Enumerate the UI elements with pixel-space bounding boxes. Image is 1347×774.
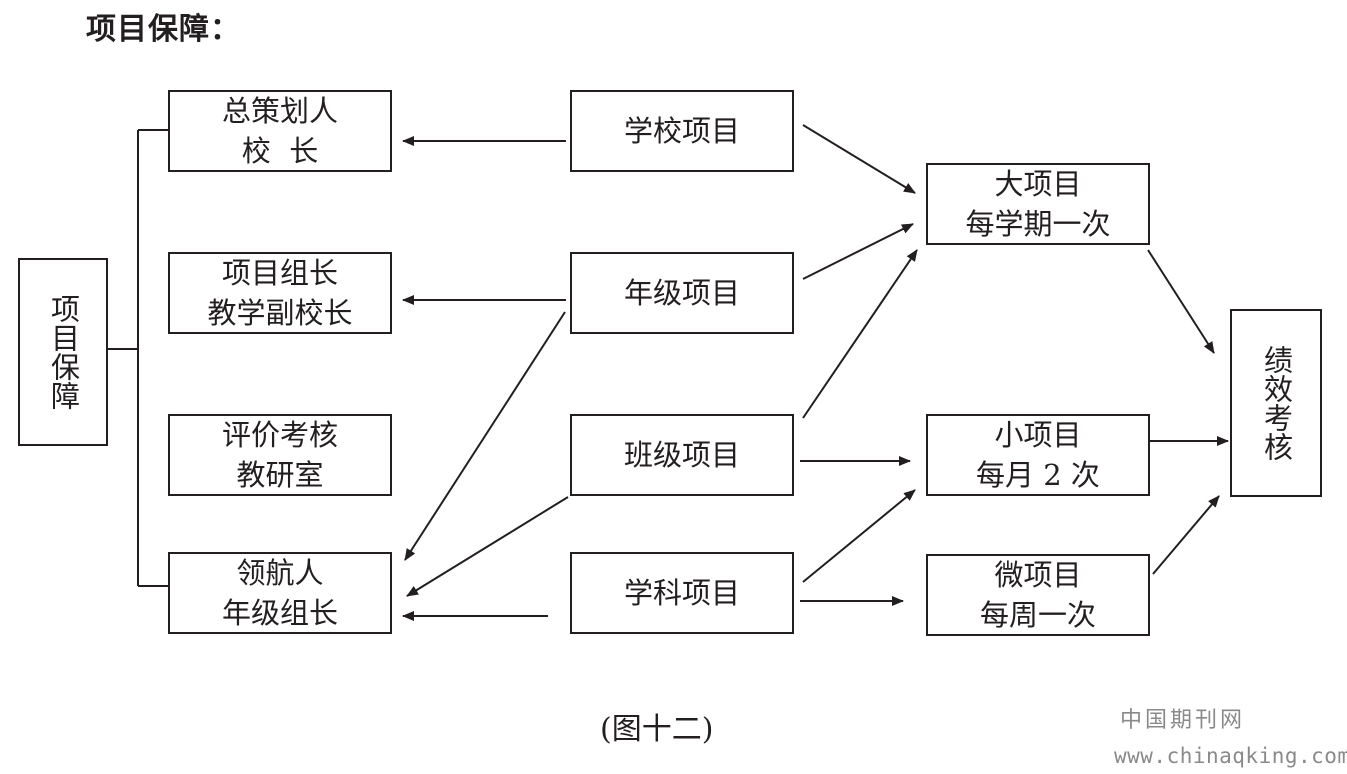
tier-frequency: 每学期一次 <box>965 207 1111 241</box>
arrow-class-to-big <box>802 249 918 419</box>
arrow-big-to-outcome <box>1147 249 1215 354</box>
project-label: 学校项目 <box>623 114 740 148</box>
role-evaluation-box: 评价考核 教研室 <box>168 414 392 496</box>
project-label: 学科项目 <box>623 576 740 610</box>
tier-small-project-box: 小项目 每月 2 次 <box>926 414 1150 496</box>
role-holder: 校 长 <box>241 134 319 168</box>
arrow-micro-to-outcome <box>1152 495 1220 575</box>
tier-frequency: 每周一次 <box>979 598 1096 632</box>
tier-frequency: 每月 2 次 <box>976 458 1100 492</box>
tier-big-project-box: 大项目 每学期一次 <box>926 163 1150 245</box>
project-subject-box: 学科项目 <box>570 552 794 634</box>
project-label: 班级项目 <box>623 438 740 472</box>
role-title: 项目组长 <box>221 256 338 290</box>
role-title: 领航人 <box>236 556 324 590</box>
arrow-grade-to-navigator <box>404 311 566 561</box>
role-holder: 年级组长 <box>221 596 338 630</box>
root-project-guarantee-box: 项目保障 <box>18 258 108 446</box>
arrow-grade-to-big <box>802 223 914 280</box>
role-holder: 教研室 <box>236 458 324 492</box>
tier-title: 微项目 <box>994 558 1082 592</box>
tier-title: 小项目 <box>994 418 1082 452</box>
outcome-performance-box: 绩效考核 <box>1230 309 1322 497</box>
role-holder: 教学副校长 <box>207 296 353 330</box>
page-heading: 项目保障： <box>86 12 241 47</box>
role-title: 总策划人 <box>221 94 338 128</box>
root-label: 项目保障 <box>46 294 81 410</box>
role-chief-planner-box: 总策划人 校 长 <box>168 90 392 172</box>
tier-micro-project-box: 微项目 每周一次 <box>926 554 1150 636</box>
tier-title: 大项目 <box>994 167 1082 201</box>
project-school-box: 学校项目 <box>570 90 794 172</box>
arrow-school-to-big <box>802 124 916 194</box>
arrow-class-to-navigator <box>406 496 569 597</box>
watermark-url: www.chinaqking.com <box>1114 744 1347 768</box>
role-navigator-box: 领航人 年级组长 <box>168 552 392 634</box>
watermark-cn: 中国期刊网 <box>1120 708 1246 733</box>
project-label: 年级项目 <box>623 276 740 310</box>
role-project-leader-box: 项目组长 教学副校长 <box>168 252 392 334</box>
project-grade-box: 年级项目 <box>570 252 794 334</box>
role-title: 评价考核 <box>221 418 338 452</box>
arrow-subject-to-small <box>802 489 916 583</box>
outcome-label: 绩效考核 <box>1259 345 1294 461</box>
figure-caption: (图十二) <box>600 712 714 747</box>
project-class-box: 班级项目 <box>570 414 794 496</box>
